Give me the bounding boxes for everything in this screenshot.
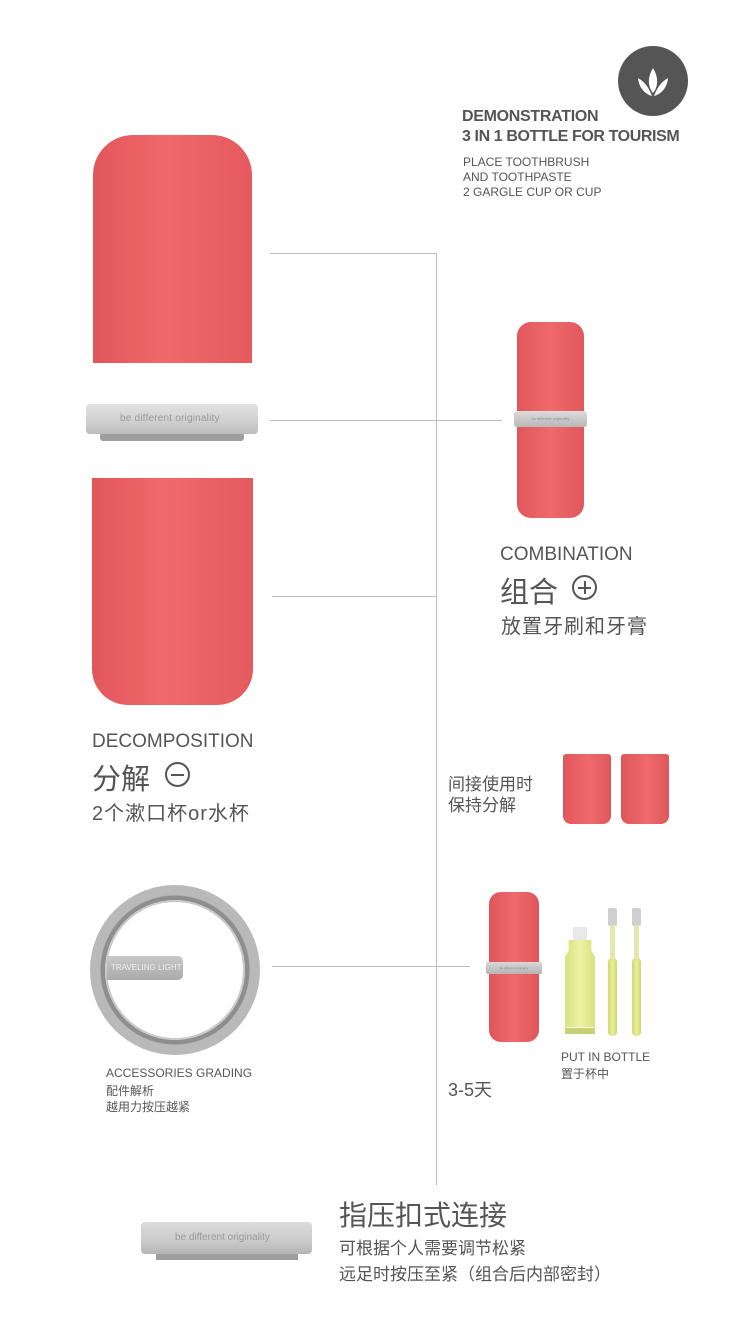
press-line1: 可根据个人需要调节松紧 xyxy=(339,1239,526,1258)
minus-circle-icon xyxy=(165,762,190,787)
press-title: 指压扣式连接 xyxy=(339,1200,508,1231)
toothbrush-head xyxy=(632,908,641,926)
separate-line2: 保持分解 xyxy=(448,796,516,815)
header-title-line1: DEMONSTRATION xyxy=(462,108,599,125)
plus-circle-icon xyxy=(572,575,597,600)
accessories-line2: 越用力按压越紧 xyxy=(106,1100,191,1114)
connector-ring-image: be different originality xyxy=(86,404,258,434)
press-line2: 远足时按压至紧（组合后内部密封） xyxy=(339,1265,611,1284)
toothpaste-image xyxy=(565,940,595,1028)
accessories-title-en: ACCESSORIES GRADING xyxy=(106,1066,253,1080)
put-in-title-en: PUT IN BOTTLE xyxy=(561,1050,651,1064)
connector-line-ring xyxy=(270,420,502,421)
small-cup-image xyxy=(621,754,669,824)
combined-bottle-band: be different originality xyxy=(514,411,587,427)
brand-logo xyxy=(618,46,688,116)
header-title-line2: 3 IN 1 BOTTLE FOR TOURISM xyxy=(462,128,680,145)
put-in-title-cn: 置于杯中 xyxy=(561,1067,610,1081)
connector-line-cup xyxy=(272,596,436,597)
bottle-cap-image xyxy=(93,135,252,363)
accessories-line1: 配件解析 xyxy=(106,1084,155,1098)
toothpaste-end xyxy=(565,1028,595,1034)
accessory-ring-tab: TRAVELING LIGHT xyxy=(107,956,183,980)
toothbrush-image xyxy=(632,958,641,1036)
combination-subtitle: 放置牙刷和牙膏 xyxy=(501,616,648,638)
separate-line1: 间接使用时 xyxy=(448,775,533,794)
combination-title-en: COMBINATION xyxy=(500,544,633,565)
small-cup-image xyxy=(563,754,611,824)
connector-line-cap xyxy=(270,253,436,254)
header-desc-line1: PLACE TOOTHBRUSH xyxy=(463,155,590,169)
connector-line-accessory xyxy=(272,966,470,967)
toothbrush-neck xyxy=(634,925,639,965)
connector-vertical-line xyxy=(436,253,437,1185)
toothbrush-neck xyxy=(610,925,615,965)
leaf-icon xyxy=(638,68,668,96)
toothpaste-cap xyxy=(573,927,587,941)
cup-bottom-image xyxy=(92,478,253,705)
connector-ring-base xyxy=(100,434,244,441)
press-ring-base xyxy=(156,1254,298,1260)
press-ring-image: be different originality xyxy=(141,1222,312,1254)
decomposition-subtitle: 2个漱口杯or水杯 xyxy=(92,803,250,825)
combination-title-cn: 组合 xyxy=(500,577,559,609)
toothbrush-head xyxy=(608,908,617,926)
decomposition-title-cn: 分解 xyxy=(92,764,151,796)
decomposition-title-en: DECOMPOSITION xyxy=(92,731,254,752)
header-desc-line2: AND TOOTHPASTE xyxy=(463,170,572,184)
bottle-band: be different originality xyxy=(486,962,542,974)
header-desc-line3: 2 GARGLE CUP OR CUP xyxy=(463,185,602,199)
toothbrush-image xyxy=(608,958,617,1036)
days-label: 3-5天 xyxy=(448,1080,493,1100)
